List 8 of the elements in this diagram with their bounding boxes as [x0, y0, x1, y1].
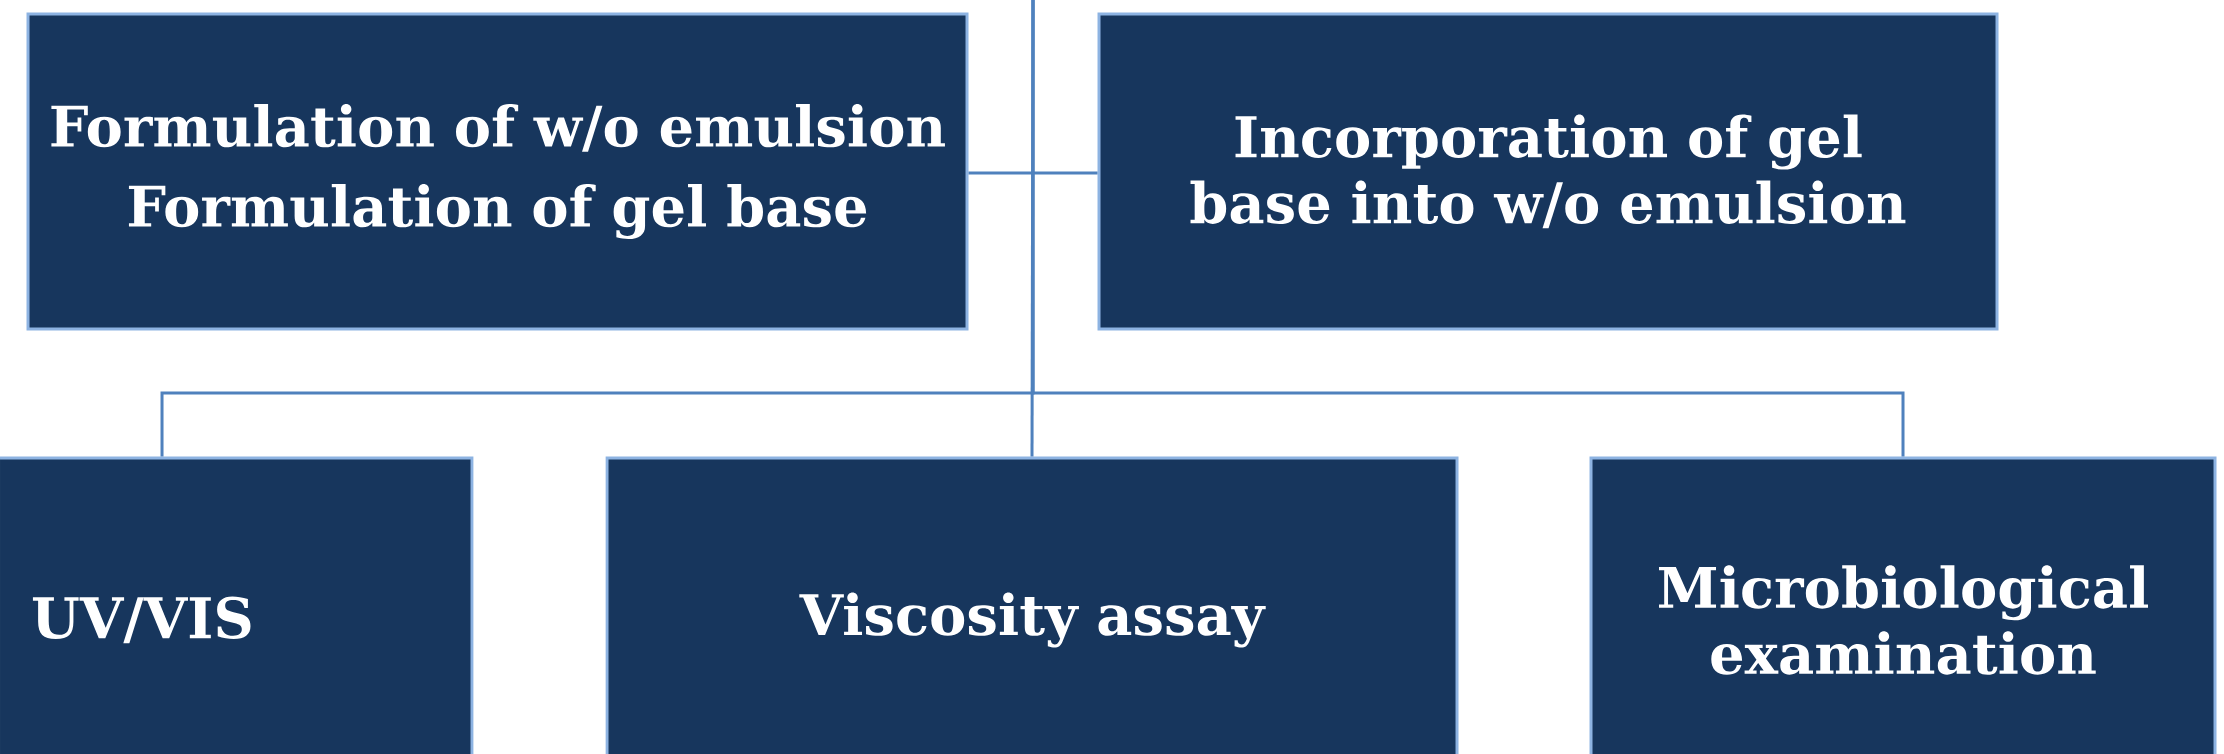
process-box: Microbiological examination	[1589, 456, 2217, 754]
connector-line	[1030, 0, 1035, 457]
process-box: UV/VIS	[0, 456, 474, 754]
process-box: Viscosity assay	[605, 456, 1459, 754]
process-box: Formulation of w/o emulsion Formulation of gel base	[26, 12, 969, 331]
connector-line	[1031, 0, 1905, 457]
process-box: Incorporation of gel base into w/o emulsion	[1097, 12, 1999, 331]
connector-line	[968, 171, 1098, 175]
